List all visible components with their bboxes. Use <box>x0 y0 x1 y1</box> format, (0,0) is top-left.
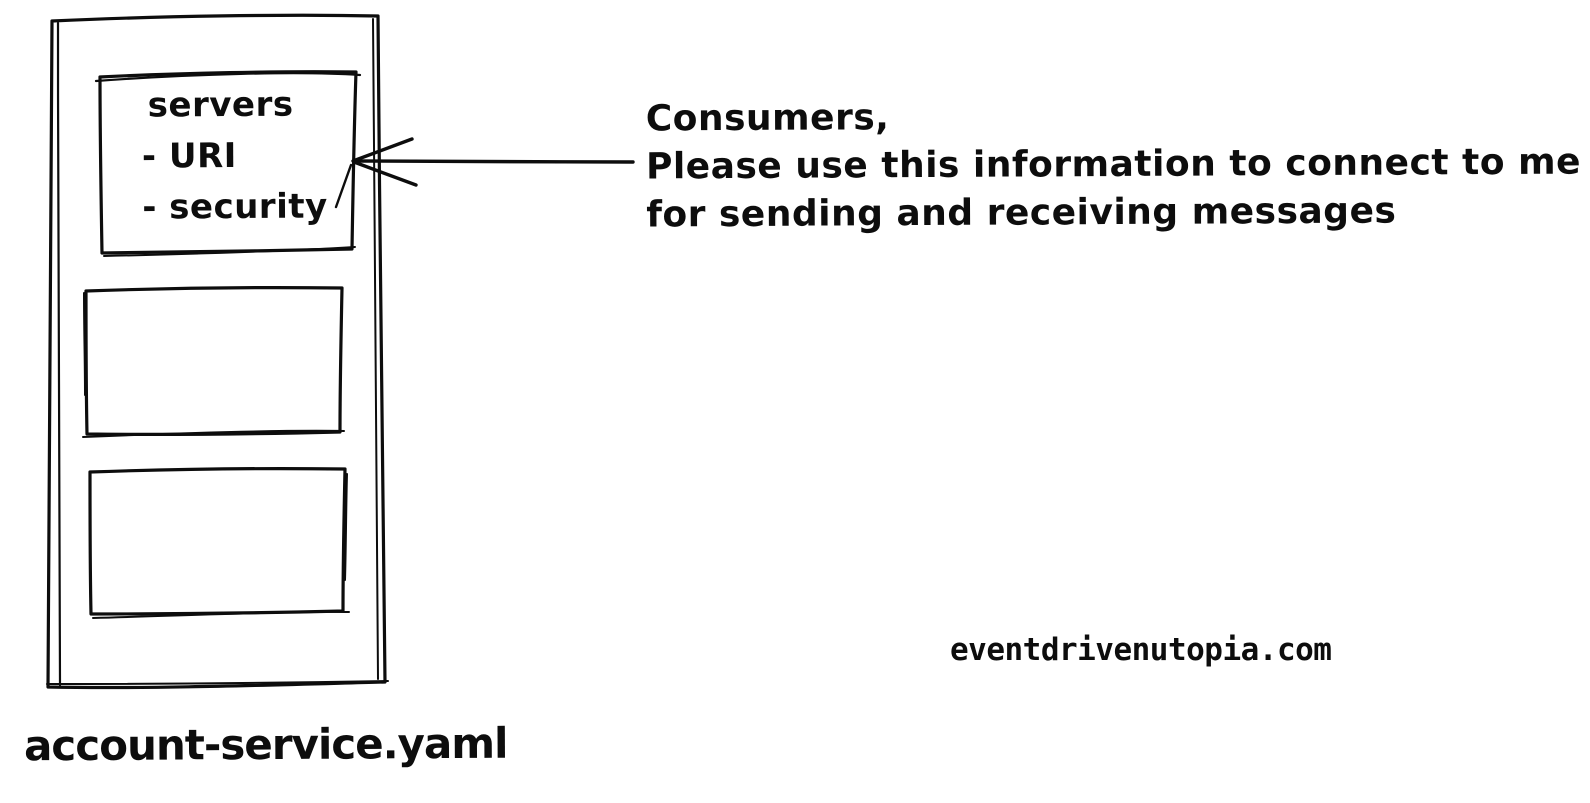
empty-box-1-outline <box>82 286 345 438</box>
arrow-head-upper <box>351 137 414 163</box>
servers-box-item-security: - security <box>142 186 328 228</box>
arrow-head-lower <box>352 160 418 187</box>
annotation-line-1: Consumers, <box>645 97 890 140</box>
yaml-file-label: account-service.yaml <box>23 718 508 771</box>
watermark-text: eventdrivenutopia.com <box>950 632 1332 668</box>
yaml-file-outline <box>46 13 389 690</box>
arrow-head-overshoot <box>334 163 353 209</box>
consumer-annotation: Consumers, Please use this information t… <box>646 91 1582 240</box>
servers-box-title: servers <box>147 84 294 126</box>
annotation-line-3: for sending and receiving messages <box>646 190 1397 236</box>
empty-box-2-outline <box>88 467 350 619</box>
servers-box-text: servers - URI - security <box>142 80 328 234</box>
annotation-line-2: Please use this information to connect t… <box>645 141 1582 188</box>
servers-box-outline <box>94 70 362 257</box>
servers-box-item-uri: - URI <box>141 135 237 177</box>
arrow-shaft <box>354 159 635 164</box>
annotation-arrow <box>334 137 635 209</box>
